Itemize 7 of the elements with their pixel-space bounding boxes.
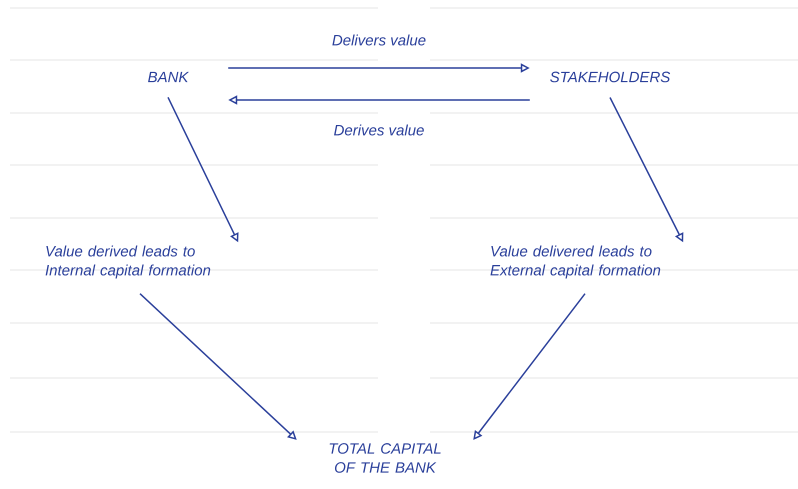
edge-label: Derives value xyxy=(332,122,426,138)
handwritten-label: STAKEHOLDERS xyxy=(550,72,670,82)
edge-label: Delivers value xyxy=(330,32,428,48)
handwritten-label: Value derived leads to Internal capital formation xyxy=(46,246,210,278)
handwritten-label: Value delivered leads to External capital formation xyxy=(490,246,660,278)
handwritten-label: TOTAL CAPITAL OF THE BANK xyxy=(330,443,441,473)
handwritten-label: BANK xyxy=(148,72,189,82)
